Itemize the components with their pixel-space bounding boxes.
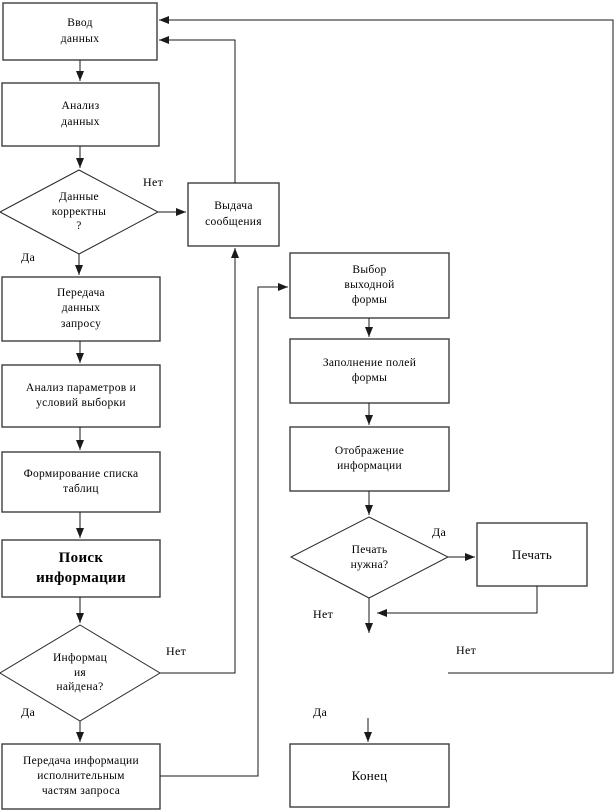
node-analyze-data-label: Анализ данных: [61, 100, 100, 128]
node-display-info-shape: [289, 426, 450, 492]
label-data-correct-no: Нет: [143, 175, 164, 189]
label-info-found-yes: Да: [21, 705, 36, 719]
label-print-needed-no: Нет: [313, 607, 334, 621]
node-input-data-label: Ввод данных: [60, 17, 100, 45]
label-data-correct-yes: Да: [21, 250, 36, 264]
node-choose-output-form-label: Выбор выходной формы: [344, 263, 395, 307]
label-end-yes: Да: [313, 705, 328, 719]
node-print-label: Печать: [511, 546, 553, 562]
label-info-found-no: Нет: [166, 644, 187, 658]
edge-print-return: [377, 586, 538, 617]
edge-found-no-to-message: [160, 248, 239, 674]
node-form-table-list-label: Формирование списка таблиц: [23, 467, 139, 495]
node-display-info-label: Отображение информации: [334, 444, 405, 472]
node-print-needed-label: Печать нужна?: [350, 543, 389, 571]
node-transfer-info-label: Передача информации исполнительным частя…: [23, 754, 139, 798]
node-analyze-params-label: Анализ параметров и условий выборки: [25, 381, 137, 409]
node-transfer-info-shape: [1, 743, 161, 810]
node-input-data-shape: [2, 2, 158, 61]
node-fill-form-fields-label: Заполнение полей формы: [322, 356, 417, 384]
node-form-table-list-shape: [1, 451, 161, 513]
node-fill-form-fields-shape: [289, 338, 450, 404]
node-transfer-request-label: Передача данных запросу: [57, 287, 105, 330]
node-info-found-label: Информац ия найдена?: [52, 651, 108, 694]
node-end-shape: [289, 743, 450, 808]
node-issue-message-label: Выдача сообщения: [205, 200, 262, 228]
edge-message-to-input: [159, 36, 236, 183]
node-analyze-params-shape: [1, 364, 161, 428]
label-print-needed-yes: Да: [432, 525, 447, 539]
node-search-info-label: Поиск информации: [36, 550, 126, 586]
node-end-label: Конец: [351, 767, 388, 783]
node-transfer-request-shape: [1, 276, 161, 342]
node-data-correct-label: Данные корректны ?: [51, 190, 107, 233]
node-analyze-data-shape: [1, 82, 160, 147]
label-loop-no: Нет: [456, 643, 477, 657]
node-search-info-shape: [1, 539, 161, 598]
node-issue-message-shape: [187, 182, 280, 247]
edge-loop-no-to-input: [159, 16, 614, 674]
node-print-shape: [476, 522, 588, 587]
edge-transfer-info-to-choose-form: [160, 283, 288, 777]
